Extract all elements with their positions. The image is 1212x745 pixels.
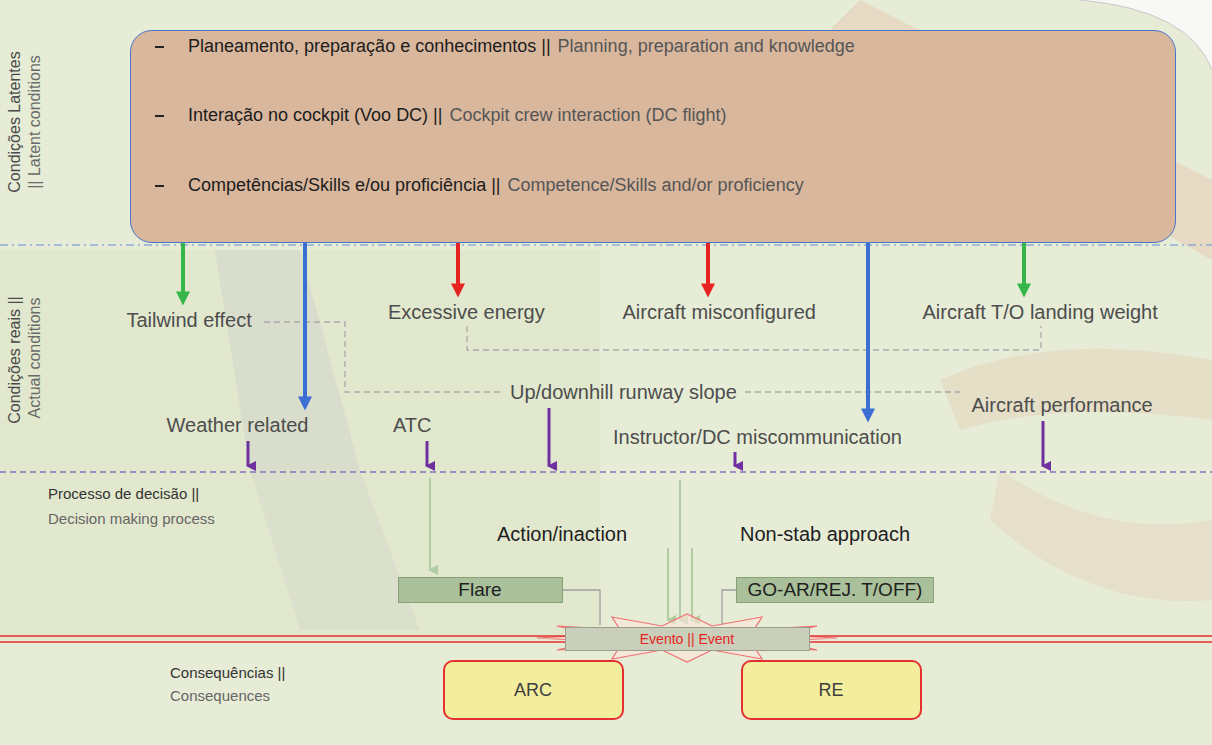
runway (215, 250, 360, 470)
connector-arrow (451, 243, 465, 298)
node-text: Competence/Skills and/or proficiency (508, 175, 804, 196)
node-text: Cockpit crew interaction (DC flight) (449, 105, 726, 126)
field (0, 250, 600, 640)
node-text: Evento || Event (640, 631, 734, 647)
node-text: Excessive energy (388, 301, 545, 323)
zone-label: Consequências || (170, 664, 285, 681)
zone-label: Actual conditions (26, 298, 44, 419)
condition-text: ATC (390, 413, 436, 438)
purple-arrow (426, 441, 429, 466)
faint-arrow (667, 548, 669, 620)
node-text: Flare (458, 579, 501, 601)
faint-arrow (691, 548, 693, 620)
node-text: Aircraft T/O landing weight (923, 301, 1158, 323)
node-text: RE (818, 680, 843, 701)
node-text: Action/inaction (497, 523, 627, 545)
aircraft-tail (990, 470, 1212, 601)
node-text: Tailwind effect (127, 309, 252, 331)
node-text: Aircraft performance (972, 394, 1153, 416)
condition-text: Aircraft misconfigured (620, 300, 821, 325)
condition-text: Excessive energy (385, 300, 549, 325)
connector-line (1022, 243, 1026, 286)
zone-label: Decision making process (48, 510, 215, 527)
zone-label: Condições Latentes (6, 51, 24, 192)
link-line (563, 590, 600, 625)
zone-label: Condições reais || (6, 296, 24, 423)
connector-line (706, 243, 710, 286)
zone-divider (0, 471, 1212, 473)
decision-text: Action/inaction (494, 522, 632, 547)
decision-box: GO-AR/REJ. T/OFF) (736, 577, 934, 603)
connector-arrow (701, 243, 715, 298)
node-text: Aircraft misconfigured (623, 301, 816, 323)
arrow-head (451, 284, 465, 298)
connector-line (181, 243, 185, 294)
link-line (264, 322, 500, 392)
purple-arrow (247, 441, 250, 466)
bullet-line: Competências/Skills e/ou proficiência ||… (155, 175, 804, 196)
link-line (467, 326, 1041, 350)
node-text: Planning, preparation and knowledge (558, 36, 855, 57)
faint-arrow (679, 480, 681, 620)
condition-text: Aircraft performance (969, 393, 1158, 418)
connector-arrow (298, 243, 312, 411)
aircraft-body (940, 349, 1212, 430)
purple-arrow (548, 408, 551, 466)
arrow-head (861, 409, 875, 423)
decision-box: Flare (398, 577, 563, 603)
node-text: GO-AR/REJ. T/OFF) (748, 579, 923, 601)
connector-arrow (861, 243, 875, 423)
runway (250, 470, 420, 630)
arrow-head (176, 292, 190, 306)
node-text: Instructor/DC miscommunication (613, 426, 902, 448)
zone-label: || Latent conditions (26, 55, 44, 189)
node-text: Up/downhill runway slope (510, 381, 737, 403)
link-line (745, 391, 960, 392)
condition-text: Up/downhill runway slope (507, 380, 741, 405)
node-text: ARC (514, 680, 552, 701)
node-text: Weather related (167, 414, 309, 436)
latent-conditions-box: Planeamento, preparação e conhecimentos … (130, 30, 1176, 243)
node-text: Interação no cockpit (Voo DC) || (188, 105, 442, 126)
connector-line (456, 243, 460, 286)
bullet-line: Planeamento, preparação e conhecimentos … (155, 36, 855, 57)
condition-text: Instructor/DC miscommunication (610, 425, 906, 450)
node-text: Competências/Skills e/ou proficiência || (188, 175, 501, 196)
zone-label: Processo de decisão || (48, 485, 199, 502)
connector-line (866, 243, 870, 411)
purple-arrow (734, 452, 737, 466)
node-text: Non-stab approach (740, 523, 910, 545)
purple-arrow (1042, 421, 1045, 466)
bullet-dash (155, 46, 164, 48)
arrow-head (701, 284, 715, 298)
connector-arrow (176, 243, 190, 306)
zone-label: Consequences (170, 687, 270, 704)
bullet-dash (155, 115, 164, 117)
event-burst (537, 614, 837, 662)
consequence-box: ARC (443, 660, 624, 720)
bullet-dash (155, 185, 164, 187)
consequence-box: RE (741, 660, 922, 720)
node-text: Planeamento, preparação e conhecimentos … (188, 36, 551, 57)
node-text: ATC (393, 414, 432, 436)
condition-text: Weather related (164, 413, 313, 438)
arrow-head (298, 397, 312, 411)
condition-text: Tailwind effect (124, 308, 257, 333)
connector-line (303, 243, 307, 399)
bullet-line: Interação no cockpit (Voo DC) || Cockpit … (155, 105, 727, 126)
event-box: Evento || Event (565, 627, 810, 651)
decision-text: Non-stab approach (737, 522, 915, 547)
condition-text: Aircraft T/O landing weight (920, 300, 1163, 325)
faint-arrow (429, 478, 431, 570)
arrow-head (1017, 284, 1031, 298)
connector-arrow (1017, 243, 1031, 298)
